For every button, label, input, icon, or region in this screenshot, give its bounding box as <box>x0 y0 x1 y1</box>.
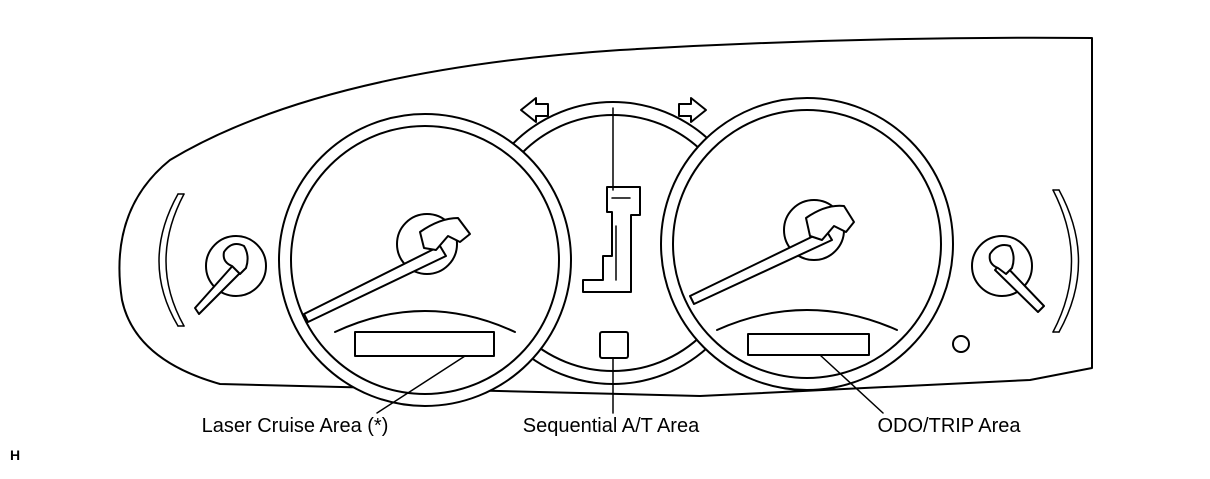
tachometer <box>660 97 954 391</box>
speedometer <box>278 113 572 407</box>
odo-trip-display <box>747 333 870 356</box>
left-turn-arrow-icon <box>520 97 549 123</box>
laser-cruise-leader-line <box>376 355 466 414</box>
cluster-housing-outline <box>118 36 1093 397</box>
indicator-light <box>952 335 970 353</box>
laser-cruise-label: Laser Cruise Area (*) <box>202 415 389 437</box>
odo-trip-leader-line <box>819 354 884 414</box>
tachometer-needle <box>689 229 833 305</box>
laser-cruise-display <box>354 331 495 357</box>
right-turn-arrow-icon <box>678 97 707 123</box>
odo-trip-label: ODO/TRIP Area <box>877 415 1021 437</box>
temperature-gauge <box>971 235 1045 313</box>
shift-gate <box>582 186 641 293</box>
corner-tag: H <box>10 447 20 463</box>
fuel-gauge <box>194 235 267 315</box>
speedometer-needle <box>303 245 447 323</box>
right-gauge-arc <box>1052 189 1080 333</box>
sequential-at-label: Sequential A/T Area <box>523 415 700 437</box>
left-gauge-arc <box>158 193 185 327</box>
sequential-at-box <box>599 331 629 359</box>
